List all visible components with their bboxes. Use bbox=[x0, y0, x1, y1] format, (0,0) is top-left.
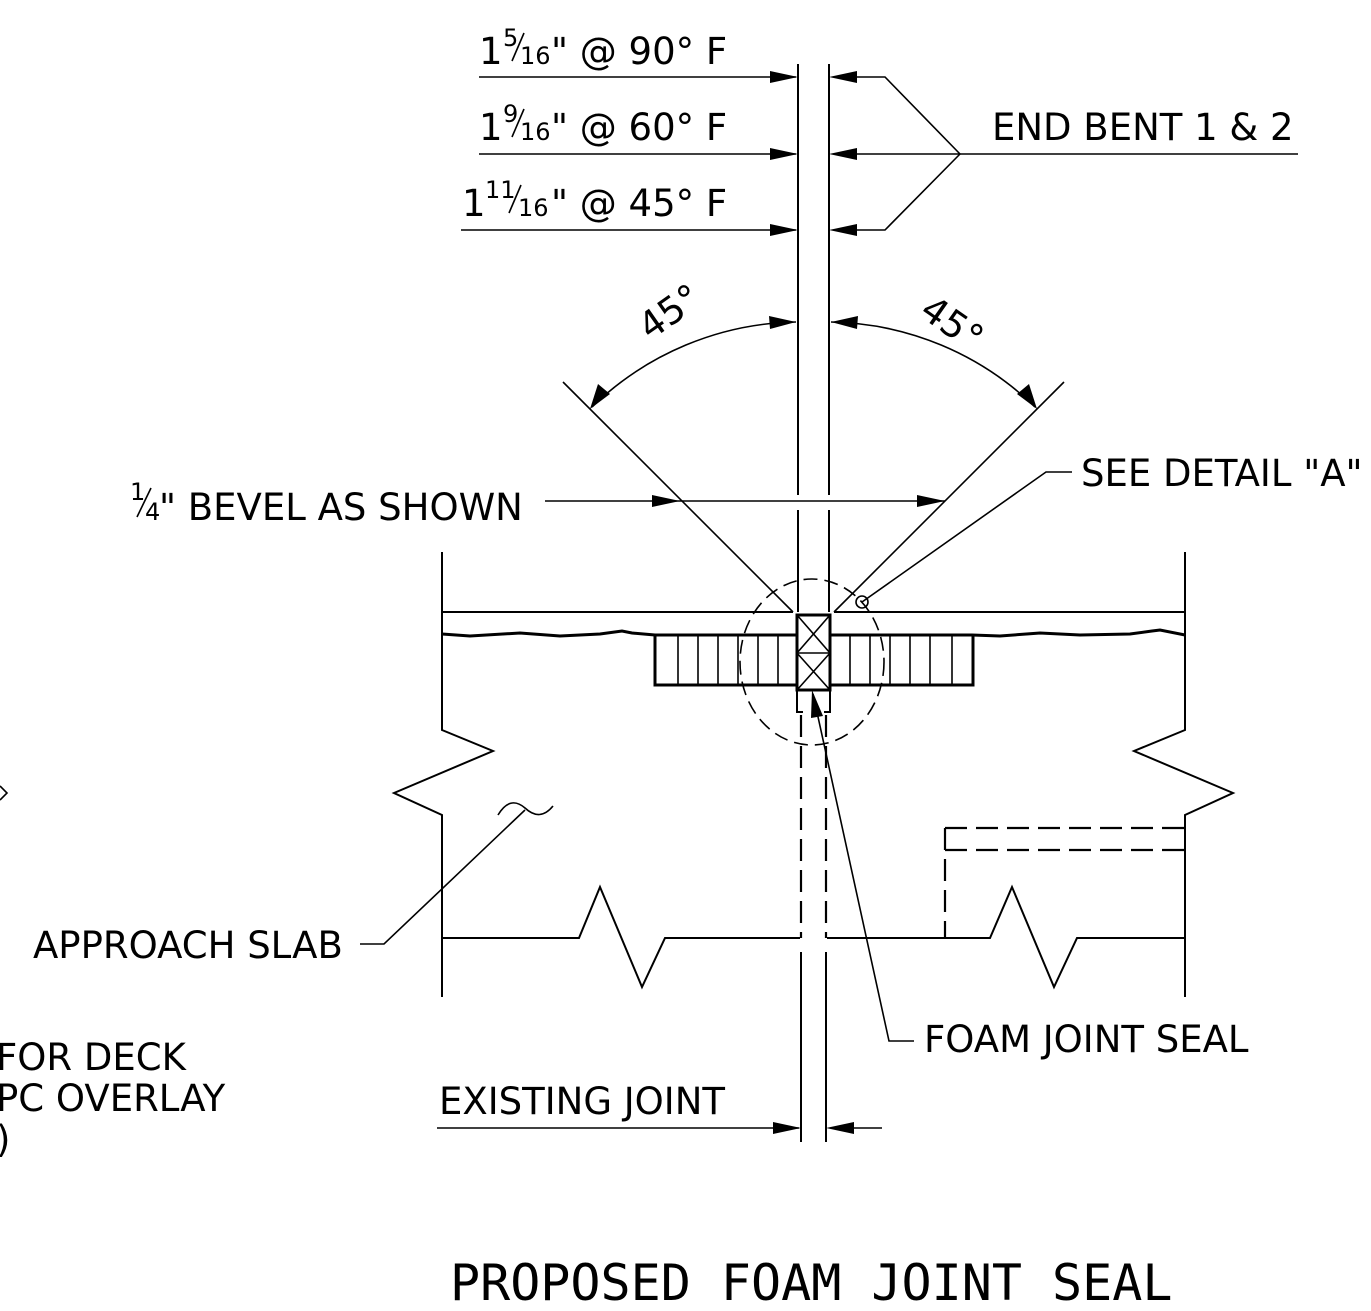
see-detail-leader bbox=[855, 471, 1072, 609]
svg-text:16: 16 bbox=[520, 118, 551, 146]
bevel-angle-lines bbox=[562, 316, 1065, 613]
svg-text:5: 5 bbox=[503, 24, 518, 52]
bevel-label: 1 4 " BEVEL AS SHOWN bbox=[130, 478, 523, 529]
approach-slab-leader bbox=[360, 809, 526, 945]
foam-joint-seal-label: FOAM JOINT SEAL bbox=[924, 1018, 1249, 1061]
svg-text:9: 9 bbox=[503, 100, 518, 128]
angle-label-left: 45° bbox=[630, 276, 708, 349]
svg-text:" @ 60° F: " @ 60° F bbox=[551, 106, 727, 149]
blockout-hatch bbox=[653, 636, 975, 687]
svg-text:PC OVERLAY: PC OVERLAY bbox=[0, 1077, 226, 1120]
svg-text:" @ 90° F: " @ 90° F bbox=[551, 30, 727, 73]
see-detail-label: SEE DETAIL "A" bbox=[1081, 452, 1363, 495]
existing-joint-dashed bbox=[799, 715, 828, 1142]
dim-label-45: 1 11 16 " @ 45° F bbox=[462, 176, 727, 225]
svg-text:1: 1 bbox=[479, 106, 503, 149]
existing-joint-label: EXISTING JOINT bbox=[439, 1080, 725, 1123]
svg-text:16: 16 bbox=[518, 194, 549, 222]
drawing-title: PROPOSED FOAM JOINT SEAL bbox=[450, 1254, 1172, 1311]
cut-off-note: FOR DECK PC OVERLAY ) bbox=[0, 785, 226, 1161]
dimension-arrows-left bbox=[461, 71, 798, 236]
svg-text:4: 4 bbox=[145, 498, 160, 526]
end-bent-label: END BENT 1 & 2 bbox=[992, 106, 1294, 149]
foam-seal bbox=[795, 613, 832, 713]
svg-text:1: 1 bbox=[479, 30, 503, 73]
existing-joint-dimension bbox=[437, 1122, 882, 1134]
svg-text:" @ 45° F: " @ 45° F bbox=[551, 182, 727, 225]
svg-text:): ) bbox=[0, 1118, 10, 1161]
joint-vertical-lines bbox=[797, 64, 830, 612]
svg-text:1: 1 bbox=[130, 478, 145, 506]
svg-text:FOR DECK: FOR DECK bbox=[0, 1036, 188, 1079]
deck-section bbox=[391, 552, 1236, 997]
svg-text:" BEVEL AS SHOWN: " BEVEL AS SHOWN bbox=[159, 486, 523, 529]
dim-label-60: 1 9 16 " @ 60° F bbox=[479, 100, 727, 149]
existing-backwall-dashed bbox=[943, 826, 1185, 938]
dimension-arrows-right bbox=[829, 71, 1298, 236]
detail-a-circle bbox=[739, 578, 885, 746]
svg-text:11: 11 bbox=[485, 176, 516, 204]
approach-slab-label: APPROACH SLAB bbox=[33, 924, 343, 967]
bevel-leader bbox=[545, 495, 945, 507]
svg-text:16: 16 bbox=[520, 42, 551, 70]
dim-label-90: 1 5 16 " @ 90° F bbox=[479, 24, 727, 73]
angle-label-right: 45° bbox=[913, 287, 991, 360]
svg-text:1: 1 bbox=[462, 182, 486, 225]
foam-seal-leader bbox=[811, 690, 914, 1042]
